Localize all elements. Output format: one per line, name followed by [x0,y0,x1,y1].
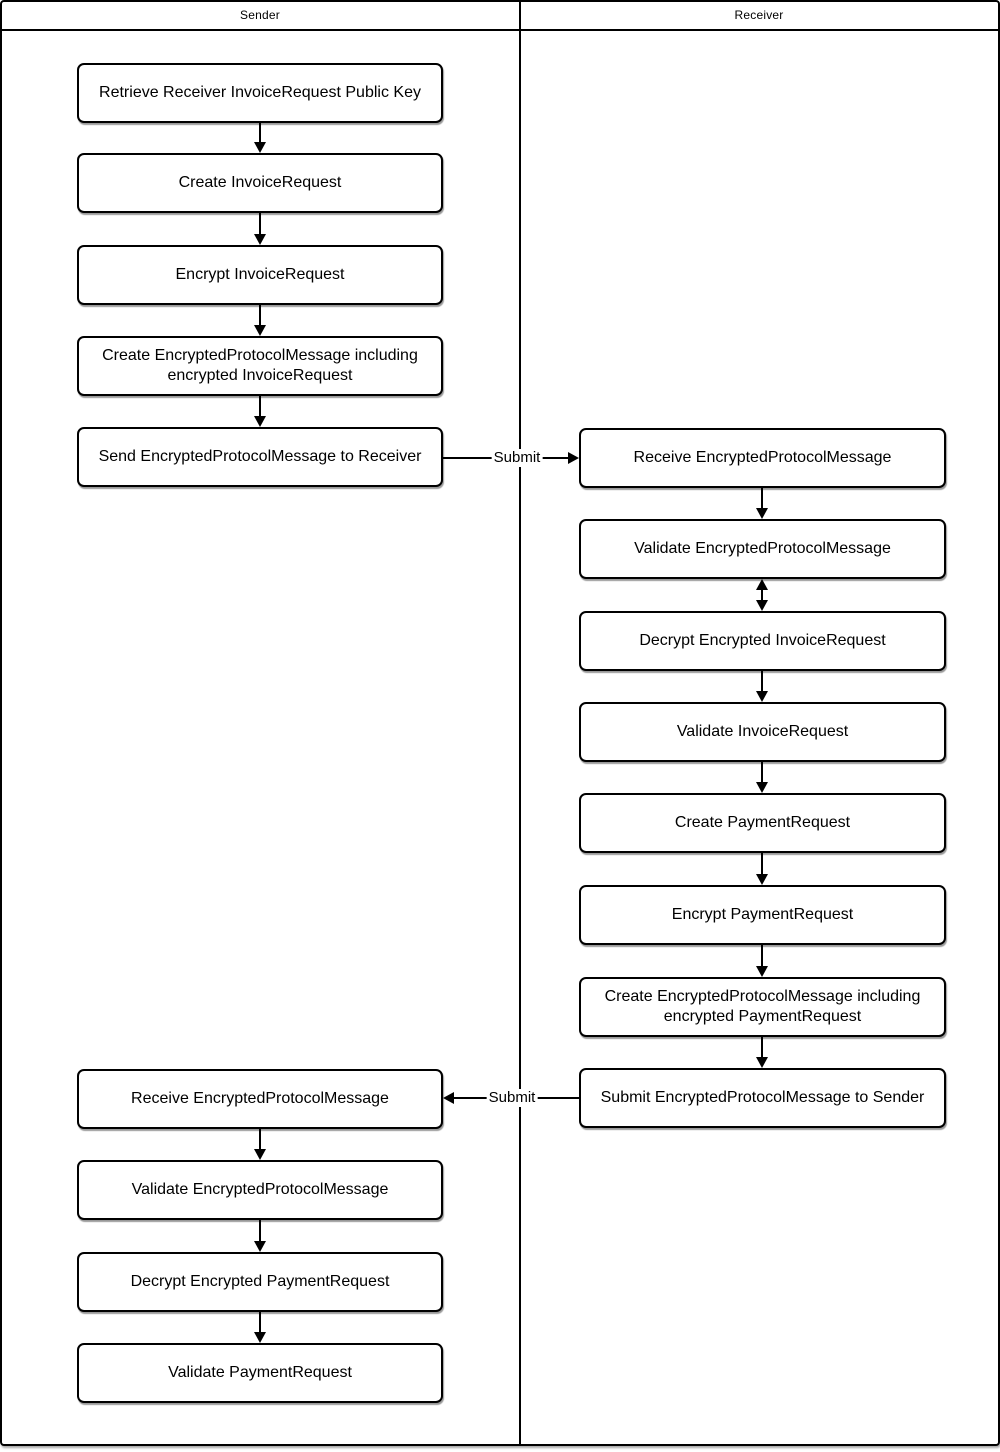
arrowhead-down-icon [254,325,266,336]
arrowhead-down-icon [756,691,768,702]
submit-to-sender-label: Submit [486,1089,538,1107]
arrowhead-down-icon [254,1149,266,1160]
node-label: Validate InvoiceRequest [676,723,849,740]
arrowhead-up-icon [756,579,768,590]
node-sender-validate-encryptedprotocolmessage: Validate EncryptedProtocolMessage [77,1160,443,1220]
node-label: Validate EncryptedProtocolMessage [634,540,891,557]
arrowhead-down-icon [254,234,266,245]
connector-submit-to-sender: Submit [443,1089,579,1107]
node-label: Encrypt InvoiceRequest [175,266,345,283]
arrow-sender-3-4 [254,396,266,427]
node-sender-receive-encryptedprotocolmessage: Receive EncryptedProtocolMessage [77,1069,443,1129]
lane-divider [519,2,521,1444]
arrow-receiver-5-6 [756,945,768,977]
arrowhead-left-icon [443,1092,454,1104]
arrow-receiver-3-4 [756,762,768,793]
submit-to-receiver-label: Submit [491,449,543,467]
arrow-sender-0-1 [254,123,266,153]
node-label: Retrieve Receiver InvoiceRequest Public … [99,84,421,101]
arrowhead-down-icon [756,508,768,519]
node-label: Decrypt Encrypted PaymentRequest [130,1273,390,1290]
node-submit-encryptedprotocolmessage-to-sender: Submit EncryptedProtocolMessage to Sende… [579,1068,946,1128]
arrowhead-down-icon [756,1057,768,1068]
node-encrypt-invoicerequest: Encrypt InvoiceRequest [77,245,443,305]
arrowhead-down-icon [254,142,266,153]
arrowhead-down-icon [756,600,768,611]
lane-title-receiver: Receiver [734,8,784,22]
arrow-sender-6-7 [254,1220,266,1252]
arrow-sender-5-6 [254,1129,266,1160]
node-label: Create EncryptedProtocolMessage includin… [102,347,418,384]
node-label: Submit EncryptedProtocolMessage to Sende… [600,1089,925,1106]
arrowhead-down-icon [756,782,768,793]
node-label: Send EncryptedProtocolMessage to Receive… [98,448,422,465]
node-retrieve-receiver-invoicerequest-public-key: Retrieve Receiver InvoiceRequest Public … [77,63,443,123]
lane-header-divider [2,29,998,31]
arrow-sender-2-3 [254,305,266,336]
arrow-receiver-0-1 [756,488,768,519]
arrow-receiver-6-7 [756,1037,768,1068]
node-decrypt-encrypted-paymentrequest: Decrypt Encrypted PaymentRequest [77,1252,443,1312]
arrowhead-down-icon [254,416,266,427]
node-receiver-receive-encryptedprotocolmessage: Receive EncryptedProtocolMessage [579,428,946,488]
arrowhead-right-icon [568,452,579,464]
node-label: Validate EncryptedProtocolMessage [131,1181,389,1198]
arrow-sender-1-2 [254,213,266,245]
node-send-encryptedprotocolmessage-to-receiver: Send EncryptedProtocolMessage to Receive… [77,427,443,487]
node-label: Create EncryptedProtocolMessage includin… [604,988,921,1025]
node-label: Decrypt Encrypted InvoiceRequest [639,632,886,649]
arrowhead-down-icon [756,874,768,885]
node-label: Create PaymentRequest [674,814,851,831]
arrowhead-down-icon [254,1332,266,1343]
arrow-receiver-1-2-bidirectional [756,579,768,611]
node-receiver-validate-encryptedprotocolmessage: Validate EncryptedProtocolMessage [579,519,946,579]
arrow-sender-7-8 [254,1312,266,1343]
node-label: Receive EncryptedProtocolMessage [131,1090,389,1107]
arrowhead-down-icon [254,1241,266,1252]
node-decrypt-encrypted-invoicerequest: Decrypt Encrypted InvoiceRequest [579,611,946,671]
node-label: Receive EncryptedProtocolMessage [633,449,892,466]
arrow-receiver-2-3 [756,671,768,702]
node-label: Create InvoiceRequest [178,174,342,191]
arrowhead-down-icon [756,966,768,977]
lane-title-sender: Sender [240,8,280,22]
node-label: Validate PaymentRequest [168,1364,352,1381]
node-validate-paymentrequest: Validate PaymentRequest [77,1343,443,1403]
node-create-encryptedprotocolmessage-invoicerequest: Create EncryptedProtocolMessage includin… [77,336,443,396]
node-encrypt-paymentrequest: Encrypt PaymentRequest [579,885,946,945]
node-create-encryptedprotocolmessage-paymentrequest: Create EncryptedProtocolMessage includin… [579,977,946,1037]
node-create-paymentrequest: Create PaymentRequest [579,793,946,853]
node-label: Encrypt PaymentRequest [671,906,854,923]
node-create-invoicerequest: Create InvoiceRequest [77,153,443,213]
node-validate-invoicerequest: Validate InvoiceRequest [579,702,946,762]
connector-submit-to-receiver: Submit [443,449,579,467]
arrow-receiver-4-5 [756,853,768,885]
